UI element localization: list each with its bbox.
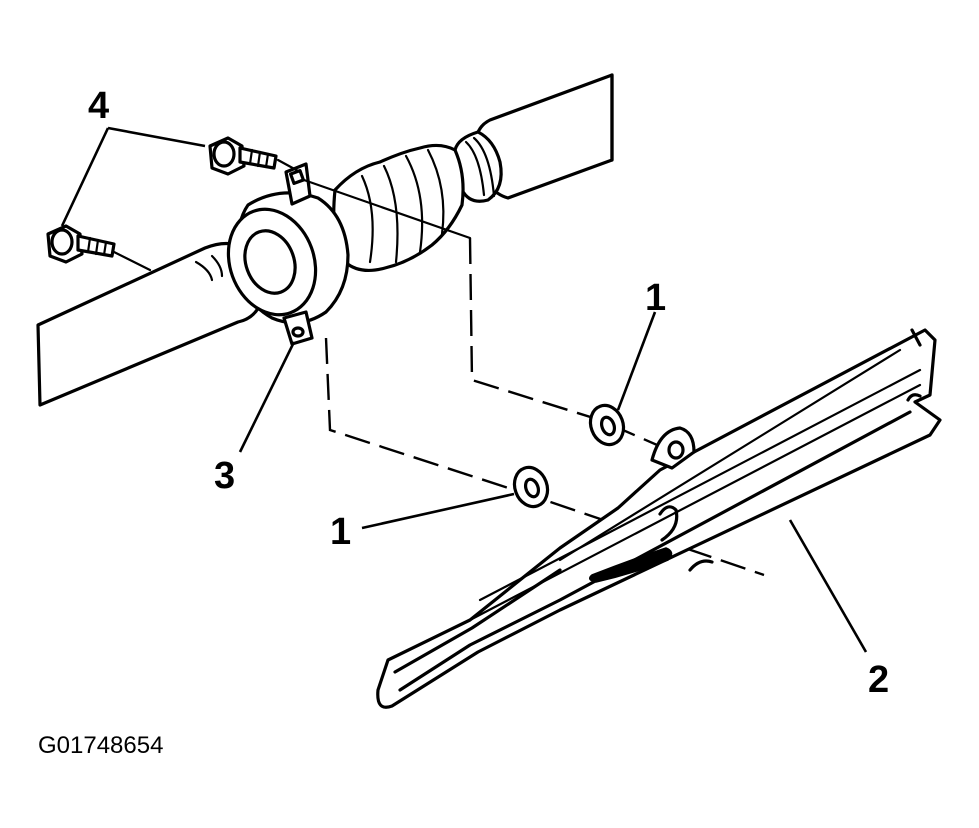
washer-upper [588, 403, 626, 447]
leader-1-to-upper-washer [616, 311, 657, 411]
alignment-line-upper-bolt [276, 158, 302, 174]
bolt-upper [208, 136, 278, 176]
callout-3: 3 [214, 455, 235, 497]
leader-4-to-upper-bolt [107, 126, 206, 148]
leader-1-to-lower-washer [361, 492, 515, 530]
slip-yoke-boot [332, 143, 465, 273]
dashed-mount-line-lower [324, 337, 765, 577]
bolt-lower [46, 224, 116, 264]
rear-propeller-shaft [452, 73, 614, 203]
callout-2: 2 [868, 659, 889, 701]
washer-lower [512, 465, 550, 509]
crossmember [376, 328, 942, 709]
leader-3-to-bracket [238, 341, 296, 453]
callout-1-lower: 1 [330, 511, 351, 553]
alignment-line-lower-bolt [112, 250, 152, 272]
leader-4-to-lower-bolt [60, 127, 110, 227]
callout-4: 4 [88, 85, 109, 127]
leader-2-to-crossmember [788, 519, 868, 653]
figure-id: G01748654 [38, 732, 163, 759]
center-bearing-assembly [226, 162, 350, 346]
callout-1-upper: 1 [645, 277, 666, 319]
alignment-line-bearing-top [302, 178, 472, 240]
dashed-mount-line-upper [468, 237, 681, 457]
